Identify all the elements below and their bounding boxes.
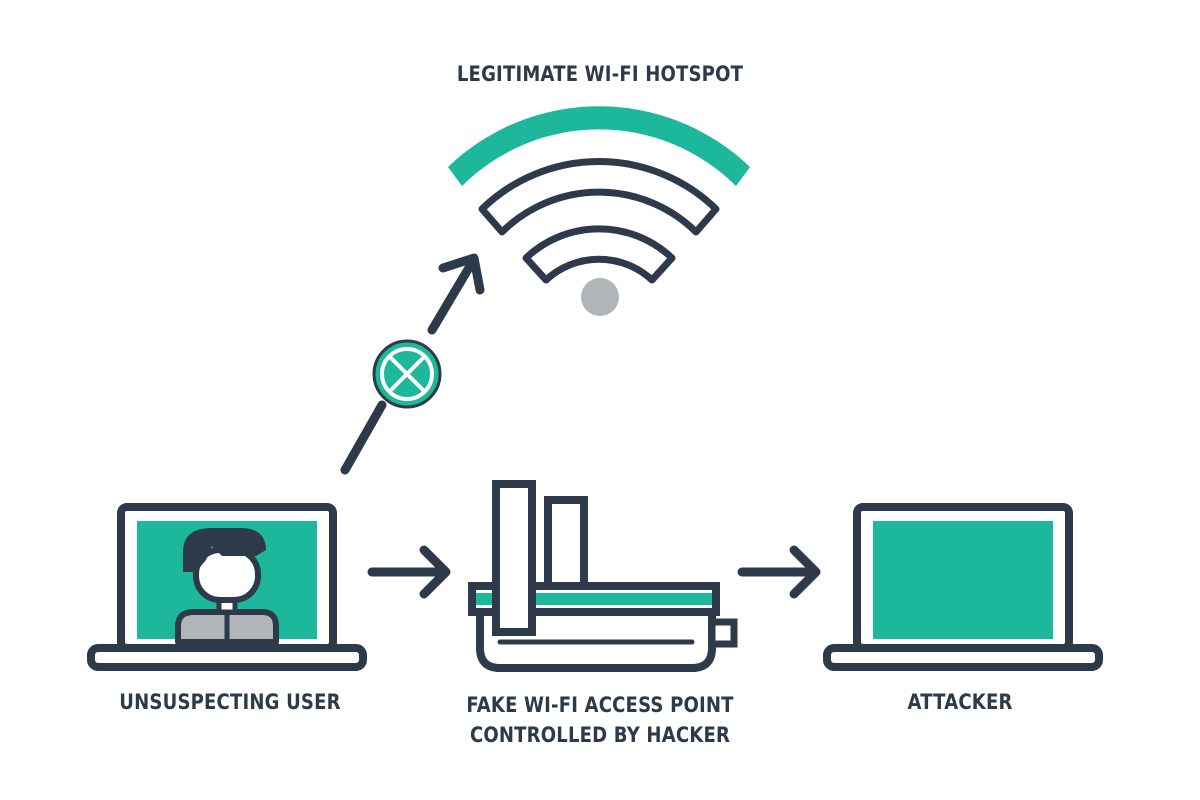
user-laptop-base (87, 644, 367, 671)
blocked-x-icon (372, 339, 442, 409)
router-port (708, 618, 738, 648)
arrow-to-router (367, 545, 451, 599)
attacker-label: ATTACKER (907, 690, 1013, 714)
blocked-x-line-2 (387, 354, 427, 394)
arrow-to-attacker-head (789, 545, 821, 599)
wifi-inner-arc (522, 225, 676, 284)
hotspot-label: LEGITIMATE WI-FI HOTSPOT (456, 62, 744, 86)
fake-access-point-label: FAKE WI-FI ACCESS POINT CONTROLLED BY HA… (454, 690, 746, 750)
arrow-shaft-upper (427, 261, 475, 335)
laptop-with-user-icon (87, 503, 367, 671)
blocked-inner-ring (380, 347, 434, 401)
fake-access-point-label-line2: CONTROLLED BY HACKER (469, 723, 731, 747)
arrow-to-attacker (737, 545, 821, 599)
laptop-icon (823, 503, 1103, 671)
fake-access-point-label-line1: FAKE WI-FI ACCESS POINT (466, 693, 734, 717)
wifi-dot (581, 278, 619, 316)
wifi-outer-arc (448, 106, 750, 186)
arrow-to-router-head (419, 545, 451, 599)
wifi-middle-arc (478, 158, 720, 236)
user-hair (183, 528, 266, 572)
user-avatar-icon (175, 528, 279, 645)
attacker-laptop-base (823, 644, 1103, 671)
router-icon (468, 480, 738, 672)
wifi-icon (448, 106, 750, 316)
router-antenna-front (492, 480, 536, 636)
arrow-head (438, 253, 485, 295)
attacker-laptop-screen (873, 521, 1053, 639)
blocked-connection-arrow (340, 253, 485, 475)
user-label: UNSUSPECTING USER (119, 690, 341, 714)
arrow-shaft-lower (340, 400, 387, 475)
